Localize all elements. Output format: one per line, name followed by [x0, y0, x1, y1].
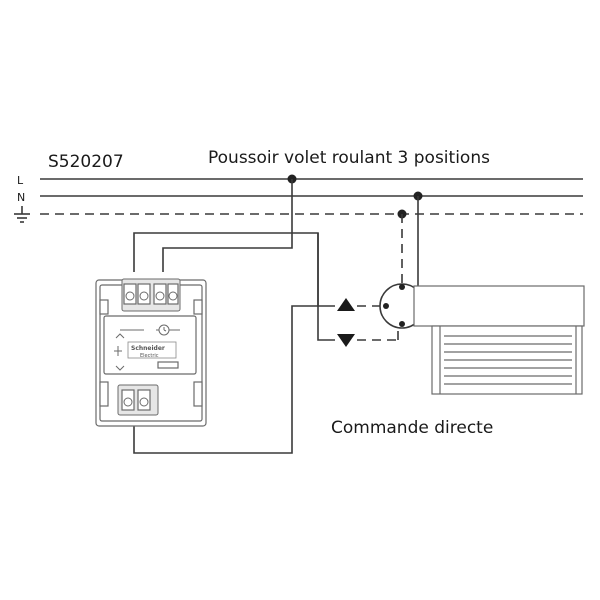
line-label-n: N	[17, 191, 25, 204]
roller-shutter-icon	[413, 285, 585, 395]
product-reference: S520207	[48, 152, 124, 172]
arrow-up-icon	[337, 298, 355, 311]
top-terminals	[121, 278, 181, 312]
bottom-terminals	[117, 384, 159, 416]
direction-wires	[317, 233, 399, 341]
arrow-down-icon	[337, 334, 355, 347]
switch-device: Schneider Electric	[95, 278, 207, 427]
clock-icon	[158, 324, 170, 336]
product-description: Poussoir volet roulant 3 positions	[208, 148, 490, 168]
brand-line-1: Schneider	[131, 345, 165, 352]
line-label-l: L	[17, 174, 24, 187]
caption-direct-control: Commande directe	[331, 418, 493, 438]
earth-ground-icon	[14, 206, 30, 223]
brand-line-2: Electric	[140, 353, 159, 359]
brand-logo: Schneider Electric	[127, 341, 177, 359]
